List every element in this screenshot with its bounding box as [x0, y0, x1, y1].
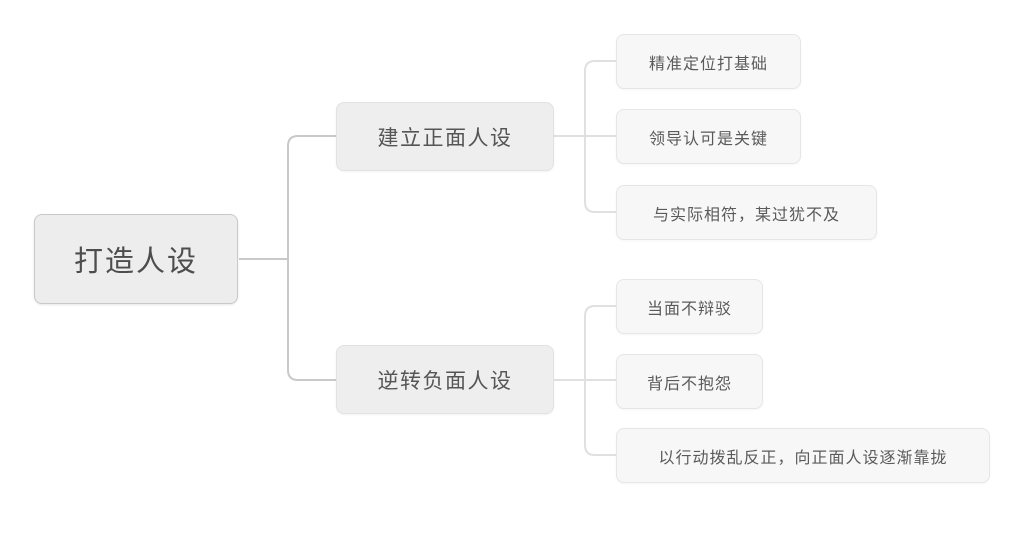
mindmap-leaf-label-1-3: 与实际相符，某过犹不及 — [652, 206, 840, 224]
mindmap-leaf-label-2-2: 背后不抱怨 — [646, 375, 732, 393]
mindmap-branch-node-2[interactable]: 逆转负面人设 — [336, 345, 554, 414]
mindmap-leaf-node-1-1[interactable]: 精准定位打基础 — [616, 34, 801, 89]
mindmap-leaf-node-2-1[interactable]: 当面不辩驳 — [616, 279, 763, 334]
mindmap-leaf-label-2-3: 以行动拨乱反正，向正面人设逐渐靠拢 — [658, 449, 948, 467]
mindmap-root-label: 打造人设 — [73, 246, 198, 278]
mindmap-branch-node-1[interactable]: 建立正面人设 — [336, 102, 554, 171]
mindmap-leaf-label-1-1: 精准定位打基础 — [648, 55, 768, 73]
mindmap-leaf-label-2-1: 当面不辩驳 — [646, 300, 732, 318]
mindmap-leaf-node-1-2[interactable]: 领导认可是关键 — [616, 109, 801, 164]
mindmap-leaf-node-2-3[interactable]: 以行动拨乱反正，向正面人设逐渐靠拢 — [616, 428, 990, 483]
mindmap-leaf-node-2-2[interactable]: 背后不抱怨 — [616, 354, 763, 409]
mindmap-leaf-label-1-2: 领导认可是关键 — [648, 130, 768, 148]
mindmap-branch-label-1: 建立正面人设 — [377, 126, 513, 150]
mindmap-branch-label-2: 逆转负面人设 — [377, 369, 513, 393]
mindmap-root-node[interactable]: 打造人设 — [34, 214, 238, 304]
mindmap-leaf-node-1-3[interactable]: 与实际相符，某过犹不及 — [616, 185, 877, 240]
